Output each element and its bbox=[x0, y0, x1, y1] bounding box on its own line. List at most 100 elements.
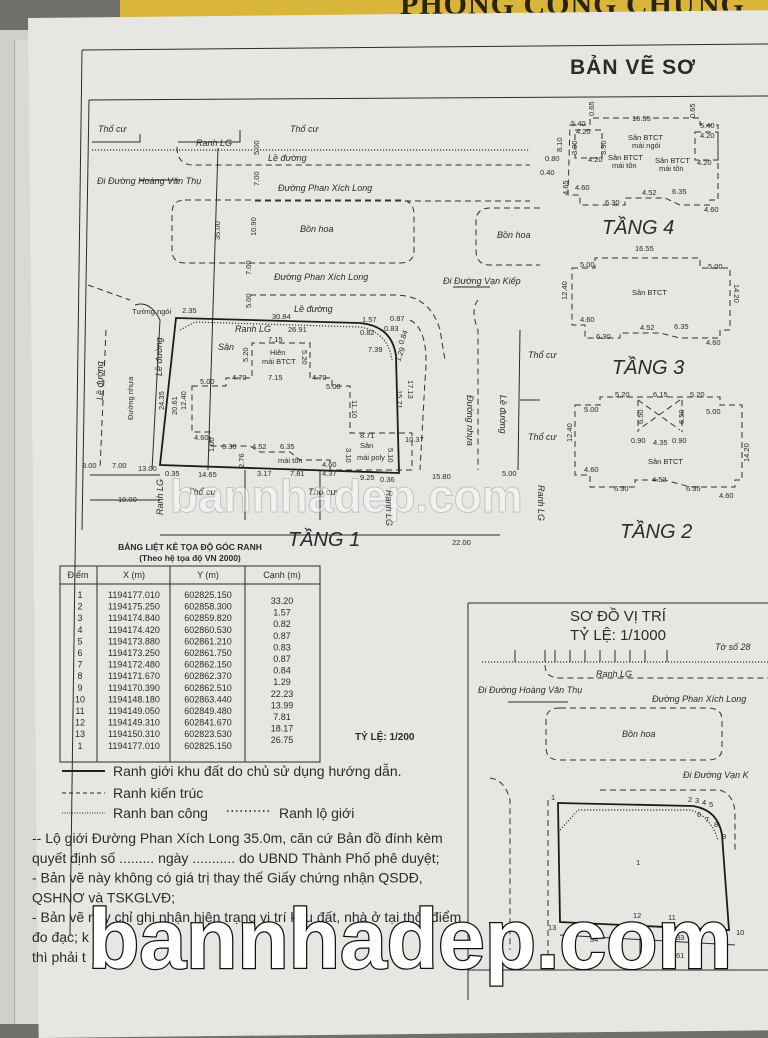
legend: Ranh giới khu đất do chủ sử dụng hướng d… bbox=[62, 763, 402, 821]
table-cell-point: 12 bbox=[75, 718, 85, 728]
dimension-label: 0.90 bbox=[672, 436, 687, 445]
table-cell-edge: 26.75 bbox=[271, 735, 294, 745]
location-point-number: 7 bbox=[705, 815, 709, 824]
dimension-label: 0.35 bbox=[165, 469, 180, 478]
table-cell-edge: 0.82 bbox=[273, 619, 291, 629]
table-cell-edge: 7.81 bbox=[273, 712, 291, 722]
floor-2-outline bbox=[574, 396, 743, 488]
table-cell-x: 1194150.310 bbox=[108, 729, 160, 739]
dimension-label: 6.30 bbox=[614, 484, 629, 493]
dimension-label: 5.00 bbox=[252, 140, 261, 155]
table-title: BẢNG LIỆT KÊ TỌA ĐỘ GÓC RANH bbox=[118, 541, 262, 552]
table-cell-y: 602849.480 bbox=[184, 706, 232, 716]
label-duong-phan-xich-long: Đường Phan Xích Long bbox=[278, 183, 372, 193]
dimension-label: 5.00 bbox=[706, 407, 721, 416]
location-point-number: 10 bbox=[736, 928, 744, 937]
coordinate-table: BẢNG LIỆT KÊ TỌA ĐỘ GÓC RANH (Theo hệ tọ… bbox=[59, 541, 321, 763]
table-cell-point: 3 bbox=[77, 613, 82, 623]
table-cell-y: 602863.440 bbox=[184, 694, 232, 704]
table-cell-y: 602825.150 bbox=[184, 590, 232, 600]
location-ranh-lg-inner bbox=[559, 809, 719, 841]
dimension-label: 10.90 bbox=[249, 217, 258, 236]
table-cell-x: 1194173.880 bbox=[108, 636, 160, 646]
table-cell-x: 1194175.250 bbox=[108, 602, 160, 612]
note-line: thì phải t bbox=[32, 949, 86, 965]
table-cell-y: 602841.670 bbox=[184, 718, 232, 728]
dimension-label: 12.40 bbox=[565, 423, 574, 442]
table-cell-y: 602858.300 bbox=[184, 602, 232, 612]
parcel-ticks bbox=[514, 650, 668, 662]
location-point-number: 9 bbox=[722, 832, 726, 841]
table-cell-x: 1194149.050 bbox=[108, 706, 160, 716]
location-bon-hoa-outline bbox=[545, 707, 723, 761]
dimension-label: 4.60 bbox=[719, 491, 734, 500]
floor-3-plan bbox=[571, 257, 731, 339]
label-san-btct: Sân BTCT bbox=[632, 288, 667, 297]
frame-top-outer bbox=[81, 43, 768, 51]
legend-solid-label: Ranh giới khu đất do chủ sử dụng hướng d… bbox=[113, 763, 402, 779]
location-point-number: 12 bbox=[633, 911, 641, 920]
notes: -- Lộ giới Đường Phan Xích Long 35.0m, c… bbox=[32, 830, 461, 965]
dimension-label: 16.55 bbox=[635, 244, 654, 253]
label-di-hoang-van-thu: Đi Đường Hoàng Văn Thụ bbox=[97, 176, 201, 186]
label-bon-hoa: Bồn hoa bbox=[497, 230, 531, 240]
label-bon-hoa: Bồn hoa bbox=[300, 224, 334, 234]
location-di-van-kiep: Đi Đường Vạn K bbox=[683, 770, 750, 780]
location-point-number: 3 bbox=[695, 796, 699, 805]
dimension-label: 5.00 bbox=[708, 262, 723, 271]
label-le-duong: Lề đường bbox=[498, 395, 508, 434]
table-cell-x: 1194148.180 bbox=[108, 694, 160, 704]
road-edge-right bbox=[473, 299, 479, 470]
dimension-label: 3.00 bbox=[82, 461, 97, 470]
dimension-label: 4.20 bbox=[700, 131, 715, 140]
le-duong-edge bbox=[176, 146, 530, 166]
location-point-number: 2 bbox=[688, 795, 692, 804]
table-cell-y: 602862.150 bbox=[184, 660, 232, 670]
dimension-label: 16.55 bbox=[632, 114, 651, 123]
dimension-label: 4.35 bbox=[653, 438, 668, 447]
table-cell-x: 1194174.840 bbox=[108, 613, 160, 623]
label-san: Sân bbox=[360, 441, 373, 450]
location-parcel-number: 33 bbox=[676, 933, 684, 942]
floor-1-plan bbox=[159, 317, 413, 520]
table-cell-point: 5 bbox=[77, 636, 82, 646]
building-outline bbox=[191, 342, 413, 471]
dimension-label: 6.15 bbox=[653, 390, 668, 399]
dimension-lines-left bbox=[90, 474, 160, 501]
dimension-label: 6.50 bbox=[636, 409, 645, 424]
table-cell-y: 602823.530 bbox=[184, 729, 232, 739]
legend-dotted-label: Ranh lộ giới bbox=[279, 805, 354, 821]
dimension-label: 4.60 bbox=[575, 183, 590, 192]
location-lot-outline bbox=[557, 802, 730, 931]
table-cell-point: 7 bbox=[77, 660, 82, 670]
note-line: - Bản vẽ này không có giá trị thay thế G… bbox=[32, 870, 423, 886]
dimension-label: 12.40 bbox=[560, 281, 569, 300]
dimension-label: 4.20 bbox=[576, 127, 591, 136]
dimension-label: 5.00 bbox=[502, 469, 517, 478]
dimension-label: 5.40 bbox=[571, 119, 586, 128]
table-cell-y: 602862.510 bbox=[184, 683, 232, 693]
location-point-number: 6 bbox=[697, 810, 701, 819]
dimension-label: 4.20 bbox=[697, 158, 712, 167]
table-cell-edge: 1.29 bbox=[273, 677, 291, 687]
dimension-label: 4.65 bbox=[561, 180, 570, 195]
label-tho-cu: Thổ cư bbox=[98, 124, 128, 134]
location-point-number: 4 bbox=[702, 798, 706, 807]
dimension-label: 5.20 bbox=[690, 390, 705, 399]
floor-1-label: TẦNG 1 bbox=[288, 528, 360, 551]
dimension-label: 4.52 bbox=[640, 323, 655, 332]
note-line: đo đạc; k bbox=[32, 929, 90, 945]
dimension-label: 5.00 bbox=[244, 293, 253, 308]
label-mai-ton: mái tôn bbox=[278, 456, 303, 465]
dimension-label: 4.60 bbox=[194, 433, 209, 442]
label-san-btct: Sân BTCT bbox=[628, 133, 663, 142]
table-cell-point: 11 bbox=[75, 706, 84, 716]
road-edge-lower bbox=[87, 284, 446, 361]
table-cell-y: 602825.150 bbox=[184, 741, 232, 751]
dimension-label: 4.52 bbox=[652, 475, 667, 484]
table-subtitle: (Theo hệ tọa độ VN 2000) bbox=[139, 553, 241, 563]
table-cell-point: 2 bbox=[77, 602, 82, 612]
table-cell-edge: 13.99 bbox=[271, 700, 294, 710]
dimension-label: 4.52 bbox=[252, 442, 267, 451]
label-tho-cu: Thổ cư bbox=[290, 124, 320, 134]
